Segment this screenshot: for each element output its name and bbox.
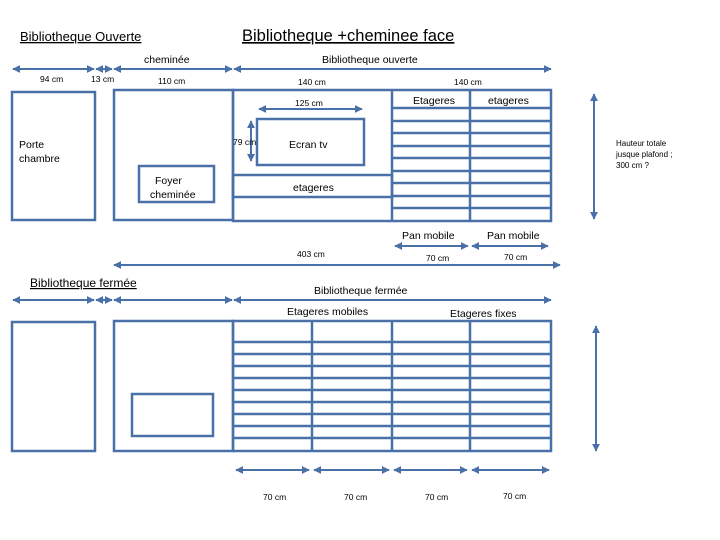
open-shelves-lines	[392, 106, 551, 210]
dim-library-right: 140 cm	[454, 77, 482, 87]
header-library-closed: Bibliotheque fermée	[314, 285, 408, 297]
dim-bottom-3: 70 cm	[425, 492, 448, 502]
tv-label: Ecran tv	[289, 139, 328, 151]
door-label-line1: Porte	[19, 139, 44, 151]
header-chimney: cheminée	[144, 54, 190, 66]
fireplace-label-line1: Foyer	[155, 175, 182, 187]
height-note-line1: Hauteur totale	[616, 139, 667, 148]
shelves-under-tv-rect	[231, 173, 394, 199]
dim-bottom-1: 70 cm	[263, 492, 286, 502]
dim-gap: 13 cm	[91, 74, 114, 84]
height-note-line2: jusque plafond ;	[615, 150, 673, 159]
height-note-line3: 300 cm ?	[616, 161, 649, 170]
title-closed-library: Bibliotheque fermée	[30, 276, 137, 290]
mobile-panel-1-label: Pan mobile	[402, 230, 455, 242]
dim-total: 403 cm	[297, 249, 325, 259]
title-open-library: Bibliotheque Ouverte	[20, 29, 141, 44]
door-rect	[10, 90, 97, 222]
fixed-shelves-label: Etageres fixes	[450, 308, 517, 320]
closed-fireplace-rect	[130, 392, 215, 438]
shelves-under-tv-label: etageres	[293, 182, 334, 194]
dim-tv-width: 125 cm	[295, 98, 323, 108]
shelves-col1-label: Etageres	[413, 95, 455, 107]
fireplace-rect	[137, 164, 216, 204]
dim-library-left: 140 cm	[298, 77, 326, 87]
dim-panel-1: 70 cm	[426, 253, 449, 263]
dim-bottom-2: 70 cm	[344, 492, 367, 502]
tv-rect	[255, 117, 366, 167]
shelves-col2-label: etageres	[488, 95, 529, 107]
door-label-line2: chambre	[19, 153, 60, 165]
dim-tv-height: 79 cm	[233, 137, 256, 147]
dim-panel-2: 70 cm	[504, 252, 527, 262]
dim-bottom-4: 70 cm	[503, 491, 526, 501]
header-library-open: Bibliotheque ouverte	[322, 54, 418, 66]
dim-chimney: 110 cm	[158, 76, 185, 86]
mobile-shelves-label: Etageres mobiles	[287, 306, 368, 318]
dim-door: 94 cm	[40, 74, 63, 84]
mobile-panel-2-label: Pan mobile	[487, 230, 540, 242]
closed-shelves-lines	[233, 340, 551, 440]
closed-door-rect	[10, 320, 97, 453]
fireplace-label-line2: cheminée	[150, 189, 196, 201]
title-main: Bibliotheque +cheminee face	[242, 27, 454, 45]
